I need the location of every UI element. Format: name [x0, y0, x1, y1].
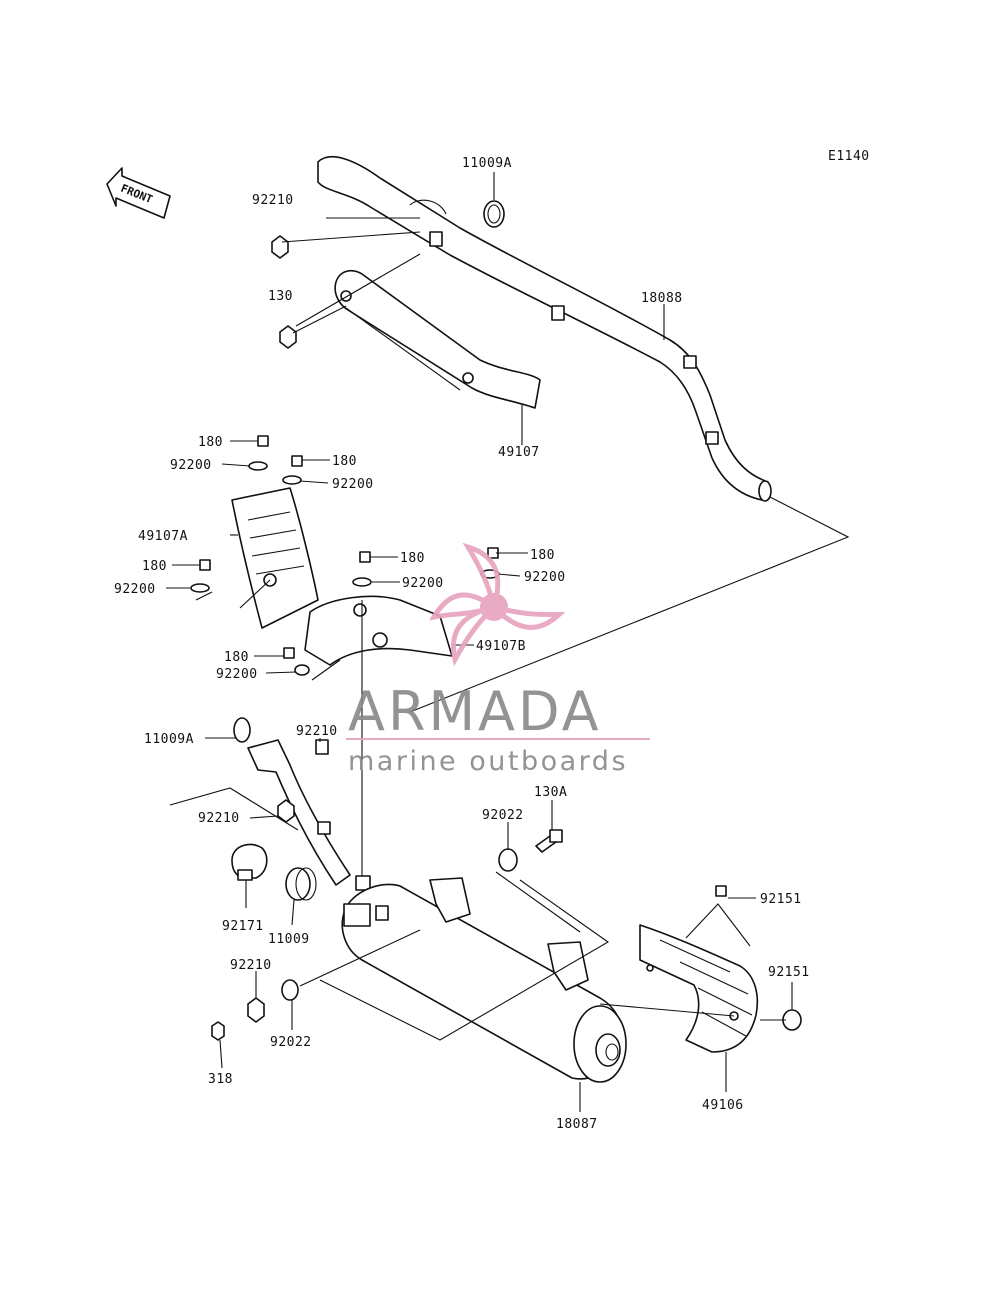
- exhaust-pipe-18088: [317, 156, 772, 502]
- label-180-b: 180: [332, 454, 357, 469]
- label-92022-low: 92022: [270, 1035, 312, 1050]
- label-318: 318: [208, 1072, 233, 1087]
- label-180-d: 180: [400, 551, 425, 566]
- heat-guard-49107b: [304, 595, 453, 666]
- fasteners-lower: [211, 829, 802, 1041]
- label-92210-left: 92210: [198, 811, 240, 826]
- label-92200-a: 92200: [170, 458, 212, 473]
- label-180-e: 180: [530, 548, 555, 563]
- fasteners-upper: [190, 235, 500, 676]
- label-92022-top: 92022: [482, 808, 524, 823]
- watermark-brand: ARMADA: [348, 680, 602, 743]
- heat-guard-49106: [639, 924, 759, 1053]
- gasket-11009: [285, 867, 317, 901]
- label-180-f: 180: [224, 650, 249, 665]
- label-92200-d: 92200: [402, 576, 444, 591]
- label-49107b: 49107B: [476, 639, 526, 654]
- label-11009: 11009: [268, 932, 310, 947]
- label-92200-f: 92200: [216, 667, 258, 682]
- label-92210-low: 92210: [230, 958, 272, 973]
- gasket-11009a-top: [483, 200, 505, 228]
- label-92200-e: 92200: [524, 570, 566, 585]
- label-49107: 49107: [498, 445, 540, 460]
- label-49106: 49106: [702, 1098, 744, 1113]
- label-92171: 92171: [222, 919, 264, 934]
- label-11009a-mid: 11009A: [144, 732, 194, 747]
- front-arrow-icon: FRONT: [106, 167, 171, 219]
- diagram-code: E1140: [828, 149, 870, 164]
- part-labels: 11009A 92210 130 18088 49107 180 92200 1…: [114, 156, 810, 1132]
- leader-lines: [166, 172, 850, 1112]
- header-pipe: [233, 717, 371, 891]
- label-130: 130: [268, 289, 293, 304]
- heat-guard-49107a: [231, 487, 319, 629]
- label-92210-top: 92210: [252, 193, 294, 208]
- label-18087: 18087: [556, 1117, 598, 1132]
- label-130a: 130A: [534, 785, 567, 800]
- label-18088: 18088: [641, 291, 683, 306]
- label-92151-top: 92151: [760, 892, 802, 907]
- propeller-logo-icon: [429, 542, 566, 667]
- muffler-18087: [341, 877, 627, 1083]
- label-49107a: 49107A: [138, 529, 188, 544]
- label-180-a: 180: [198, 435, 223, 450]
- label-180-c: 180: [142, 559, 167, 574]
- watermark-tagline: marine outboards: [348, 746, 628, 777]
- label-92200-c: 92200: [114, 582, 156, 597]
- heat-guard-49107: [334, 269, 541, 409]
- label-92151-right: 92151: [768, 965, 810, 980]
- label-92200-b: 92200: [332, 477, 374, 492]
- label-92210-mid: 92210: [296, 724, 338, 739]
- label-11009a-top: 11009A: [462, 156, 512, 171]
- watermark: ARMADA marine outboards: [346, 542, 650, 777]
- clamp-92171: [231, 843, 268, 881]
